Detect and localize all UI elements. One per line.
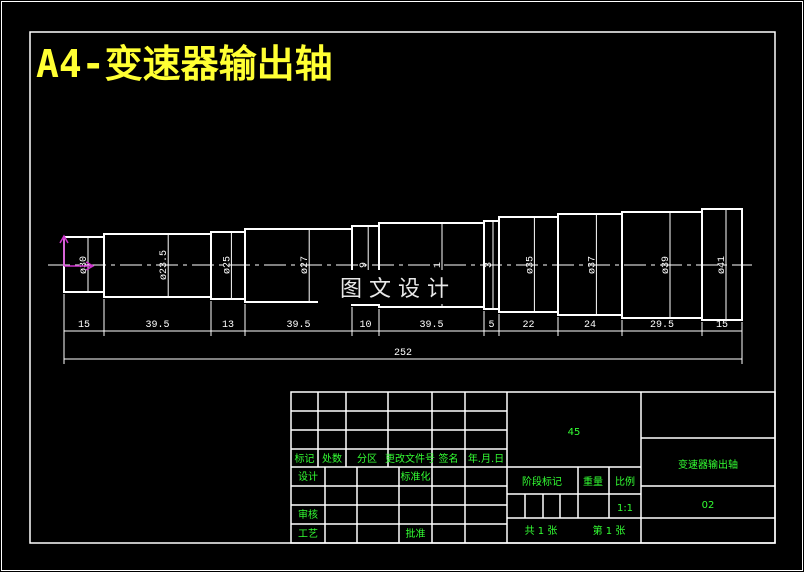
scale-label: 比例 <box>615 475 635 488</box>
diameter-label: ø30 <box>79 256 90 274</box>
sheets-total: 共 1 张 <box>525 525 558 537</box>
sheet-number: 第 1 张 <box>593 524 626 537</box>
diameter-label: 9 <box>359 262 370 268</box>
dimensions: 15 39.5 13 39.5 10 39.5 5 22 24 29.5 15 252 <box>63 294 743 364</box>
stage-mark-label: 阶段标记 <box>522 475 562 488</box>
header-cell: 分区 <box>357 453 377 465</box>
watermark: 图 文 设 计 <box>340 277 449 302</box>
header-cell: 签名 <box>439 452 459 465</box>
title-block-text: 标记处数 分区更改文件号签名年.月.日设计 标准化审核工艺 批准 45 阶段标记 重量比例 1… <box>295 427 739 540</box>
length-label: 10 <box>359 320 371 331</box>
standardize-label: 标准化 <box>401 470 431 483</box>
diameter-label: ø35 <box>525 256 536 274</box>
length-label: 39.5 <box>145 320 169 331</box>
total-length-label: 252 <box>394 348 412 359</box>
shaft-segment <box>701 208 743 321</box>
watermark-bg <box>318 270 482 304</box>
weight-label: 重量 <box>583 475 603 488</box>
process-label: 工艺 <box>298 528 318 540</box>
diameter-label: ø25 <box>222 256 233 274</box>
header-cell: 年.月.日 <box>468 452 504 465</box>
length-label: 22 <box>522 320 534 331</box>
length-label: 15 <box>716 320 728 331</box>
length-label: 24 <box>584 320 596 331</box>
material-value: 45 <box>568 427 581 438</box>
length-label: 39.5 <box>419 320 443 331</box>
header-cell: 处数 <box>322 452 342 465</box>
scale-value: 1:1 <box>617 503 633 514</box>
review-label: 审核 <box>298 508 318 521</box>
shaft-drawing: ø30 ø23.5 ø25 ø27 9 1 3 ø35 ø37 ø39 ø41 <box>48 208 752 321</box>
length-label: 15 <box>78 320 90 331</box>
length-label: 29.5 <box>650 320 674 331</box>
ucs-icon <box>59 234 95 271</box>
diameter-label: 3 <box>484 262 495 268</box>
length-label: 5 <box>488 320 494 331</box>
diameter-label: ø39 <box>661 256 672 274</box>
approve-label: 批准 <box>406 527 426 540</box>
part-name: 变速器输出轴 <box>678 458 738 471</box>
drawing-title: A4-变速器输出轴 <box>36 42 333 86</box>
drawing-number: 02 <box>702 500 715 511</box>
header-cell: 标记 <box>295 453 315 465</box>
diameter-label: ø23.5 <box>159 250 170 280</box>
diameter-label: ø37 <box>587 256 598 274</box>
length-label: 39.5 <box>286 320 310 331</box>
diameter-label: ø27 <box>300 256 311 274</box>
design-label: 设计 <box>298 470 318 483</box>
diameter-label: 1 <box>433 262 444 268</box>
diameter-label: ø41 <box>717 256 728 274</box>
length-label: 13 <box>222 320 234 331</box>
title-block <box>290 391 776 544</box>
header-cell: 更改文件号 <box>385 452 435 465</box>
